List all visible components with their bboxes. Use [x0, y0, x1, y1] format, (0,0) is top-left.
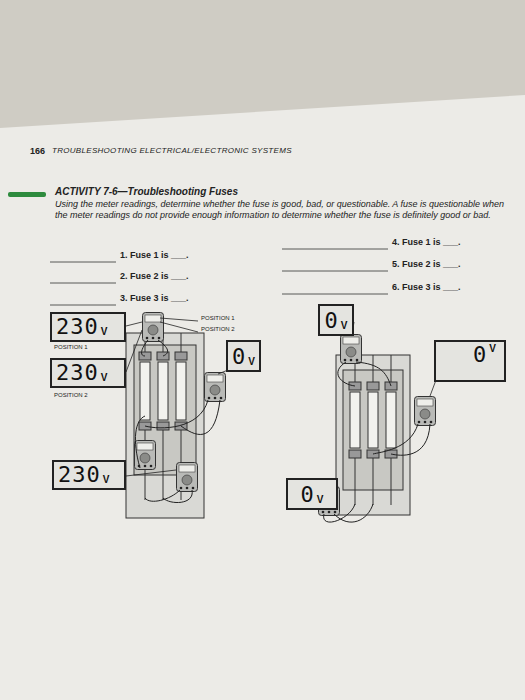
- display-reading: 0: [325, 310, 339, 332]
- answer-line: 4. Fuse 1 is ___.: [392, 237, 461, 248]
- answer-line: 6. Fuse 3 is ___.: [392, 282, 461, 293]
- display-reading: 230: [56, 316, 99, 338]
- answer-line: 5. Fuse 2 is ___.: [392, 259, 461, 270]
- display-reading: 230: [58, 464, 101, 486]
- answer-line: 2. Fuse 2 is ___.: [120, 271, 189, 282]
- display-reading: 0: [232, 346, 246, 368]
- running-head: TROUBLESHOOTING ELECTRICAL/ELECTRONIC SY…: [52, 146, 292, 156]
- position-label: POSITION 1: [201, 315, 235, 322]
- unit-symbol: V: [317, 495, 324, 505]
- unit-symbol: V: [248, 357, 255, 367]
- position-label: POSITION 2: [201, 326, 235, 333]
- position-label: POSITION 2: [54, 392, 88, 399]
- answer-line: 1. Fuse 1 is ___.: [120, 250, 189, 261]
- activity-title: ACTIVITY 7-6—Troubleshooting Fuses: [55, 186, 238, 198]
- unit-symbol: V: [101, 327, 108, 337]
- page-number: 166: [30, 146, 45, 157]
- display-reading: 230: [56, 362, 99, 384]
- meter-display: 0V: [286, 478, 338, 510]
- meter-display: 0V: [226, 340, 261, 372]
- answer-line: 3. Fuse 3 is ___.: [120, 293, 189, 304]
- meter-display: 230V: [50, 312, 126, 342]
- meter-display: 0V: [318, 304, 354, 336]
- unit-symbol: V: [489, 344, 496, 354]
- instructions: Using the meter readings, determine whet…: [55, 199, 517, 221]
- display-reading: 0: [301, 484, 315, 506]
- unit-symbol: V: [103, 475, 110, 485]
- meter-display: 230V: [50, 358, 126, 388]
- meter-display: 0V: [434, 340, 506, 382]
- unit-symbol: V: [341, 321, 348, 331]
- position-label: POSITION 1: [54, 344, 88, 351]
- unit-symbol: V: [101, 373, 108, 383]
- meter-display: 230V: [52, 460, 126, 490]
- display-reading: 0: [473, 344, 487, 366]
